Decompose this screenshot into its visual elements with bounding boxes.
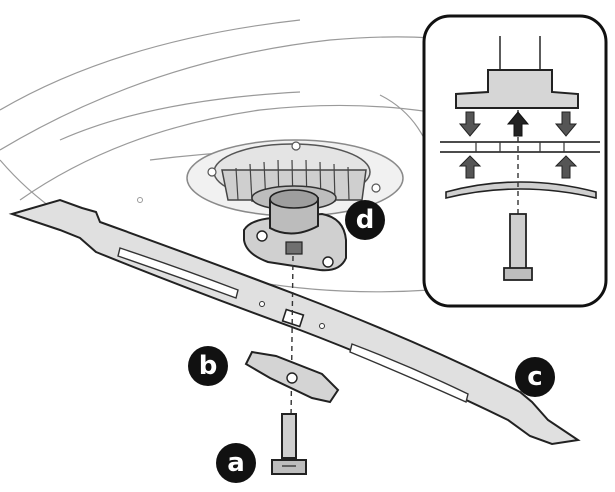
washer-plate	[244, 350, 340, 404]
detail-inset	[422, 14, 608, 308]
callout-b: b	[188, 346, 228, 386]
callout-d-label: d	[356, 205, 375, 235]
alignment-line	[290, 255, 294, 421]
callout-b-label: b	[199, 351, 218, 381]
callout-c: c	[515, 357, 555, 397]
down-arrow-icon	[554, 111, 578, 137]
callout-a-label: a	[227, 448, 245, 478]
callout-a: a	[216, 443, 256, 483]
mower-blade	[8, 198, 581, 446]
up-arrow-icon	[506, 111, 530, 137]
callout-d: d	[345, 200, 385, 240]
up-arrow-icon	[554, 155, 578, 179]
down-arrow-icon	[458, 111, 482, 137]
up-arrow-icon	[458, 155, 482, 179]
blade-adapter	[243, 189, 347, 272]
bolt	[271, 413, 307, 475]
callout-c-label: c	[527, 362, 542, 392]
